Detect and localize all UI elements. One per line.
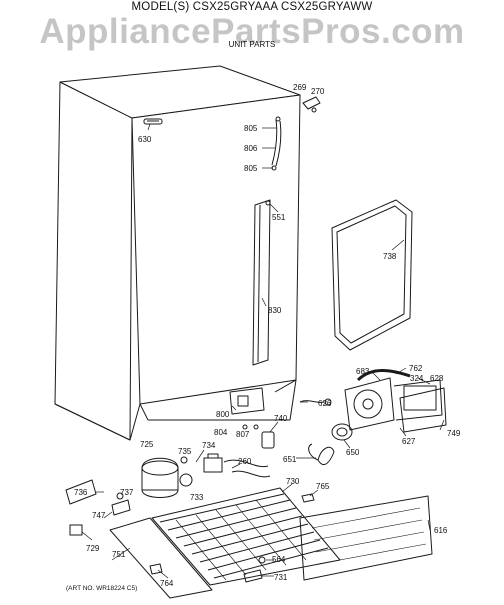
- section-title: UNIT PARTS: [228, 40, 276, 49]
- callout-805a: 805: [244, 124, 258, 133]
- part-683-fan-shroud: [344, 377, 443, 431]
- callout-737: 737: [120, 488, 134, 497]
- callout-627: 627: [402, 437, 416, 446]
- art-number: (ART NO. WR18224 C5): [66, 585, 138, 592]
- callout-765: 765: [316, 482, 330, 491]
- callout-260: 260: [238, 457, 252, 466]
- part-551-screw: [265, 200, 271, 206]
- callout-730: 730: [286, 477, 300, 486]
- callout-734: 734: [202, 441, 216, 450]
- callout-564: 564: [272, 555, 286, 564]
- callout-324: 324: [410, 374, 424, 383]
- part-269-270-hinge: [302, 96, 321, 113]
- callout-616: 616: [434, 526, 448, 535]
- callout-630: 630: [138, 135, 152, 144]
- callout-804: 804: [214, 428, 228, 437]
- part-736-bracket: [65, 479, 97, 505]
- part-630-clip: [143, 118, 163, 125]
- callout-830: 830: [268, 306, 282, 315]
- callout-736: 736: [74, 488, 88, 497]
- part-749-pan: [399, 387, 447, 433]
- part-751-base: [109, 517, 213, 599]
- callout-551: 551: [272, 213, 286, 222]
- part-651-fan-blade: [308, 443, 335, 465]
- callout-650: 650: [346, 448, 360, 457]
- callout-805b: 805: [244, 164, 258, 173]
- part-800-valve: [229, 387, 265, 415]
- callout-labels: 269 270 630 805 806 805 551 738 830 762 …: [74, 83, 461, 588]
- callout-733: 733: [190, 493, 204, 502]
- model-title: MODEL(S) CSX25GRYAAA CSX25GRYAWW: [131, 1, 373, 13]
- callout-806: 806: [244, 144, 258, 153]
- part-830-mullion: [252, 199, 271, 366]
- leader-lines: [81, 123, 445, 579]
- part-731-clip: [243, 569, 263, 583]
- part-764-clip: [149, 563, 163, 575]
- callout-740: 740: [274, 414, 288, 423]
- part-740-relay: [261, 431, 275, 449]
- callout-800: 800: [216, 410, 230, 419]
- part-734-relay: [203, 453, 223, 473]
- callout-626: 626: [318, 399, 332, 408]
- part-564-screw: [258, 556, 266, 564]
- callout-729: 729: [86, 544, 100, 553]
- callout-747: 747: [92, 511, 106, 520]
- cabinet: [54, 65, 301, 441]
- callout-651: 651: [283, 455, 297, 464]
- part-729-foot: [69, 524, 83, 536]
- part-626-cord: [299, 398, 332, 406]
- part-733-overload: [179, 473, 193, 487]
- part-260-tubing: [223, 459, 271, 478]
- callout-764: 764: [160, 579, 174, 588]
- callout-731: 731: [274, 573, 288, 582]
- callout-269: 269: [293, 83, 307, 92]
- callout-735: 735: [178, 447, 192, 456]
- callout-683: 683: [356, 367, 370, 376]
- part-725-compressor: [141, 457, 179, 498]
- callout-762: 762: [409, 364, 423, 373]
- callout-628: 628: [430, 374, 444, 383]
- part-738-gasket: [331, 199, 413, 351]
- callout-738: 738: [383, 252, 397, 261]
- callout-751: 751: [112, 550, 126, 559]
- part-735-grommet: [180, 456, 188, 464]
- part-730-condenser-coil: [151, 487, 341, 586]
- callout-270: 270: [311, 87, 325, 96]
- part-616-grille: [299, 495, 433, 581]
- callout-725: 725: [140, 440, 154, 449]
- callout-807: 807: [236, 430, 250, 439]
- part-737-screw: [116, 492, 124, 500]
- part-762-tube: [356, 369, 411, 382]
- part-765-clip: [301, 493, 315, 503]
- callout-749: 749: [447, 429, 461, 438]
- part-650-motor: [331, 423, 353, 441]
- part-747-bracket: [111, 499, 131, 516]
